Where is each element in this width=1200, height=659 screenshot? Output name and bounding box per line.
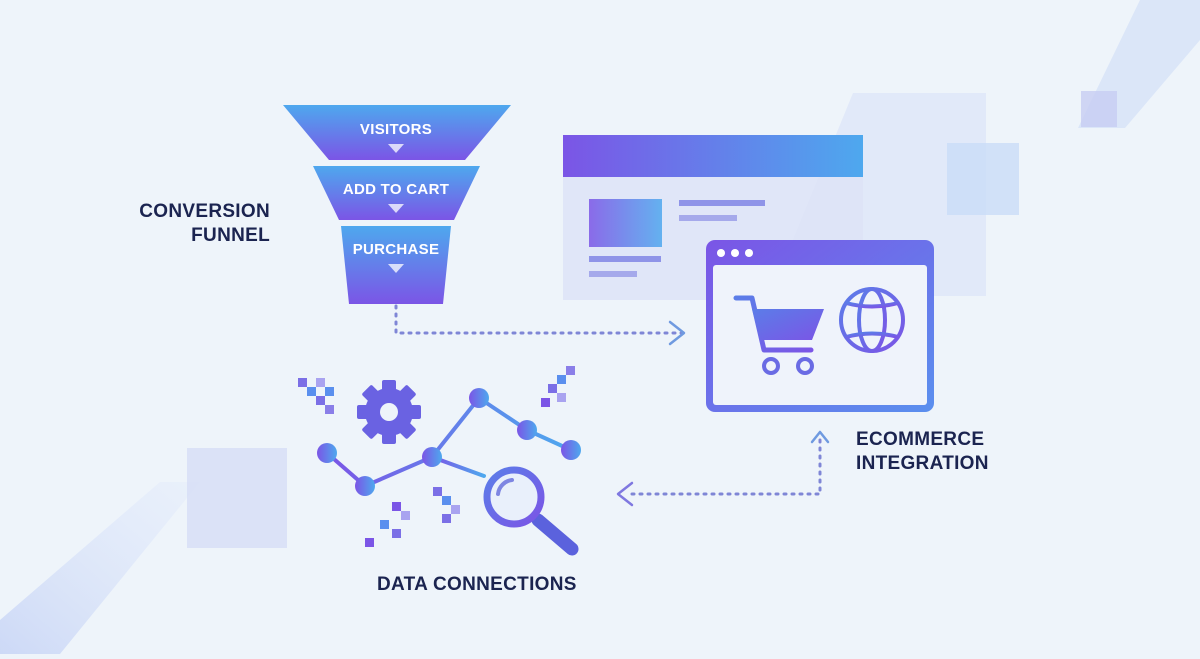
- arrowhead-right-icon: [668, 320, 686, 346]
- window-dot-icon: [745, 249, 753, 257]
- pixel-squares: [298, 366, 575, 547]
- funnel-label-visitors: VISITORS: [360, 121, 432, 138]
- network-node-icon: [469, 388, 489, 408]
- ecommerce-integration-title: ECOMMERCE INTEGRATION: [856, 428, 1016, 476]
- funnel-down-arrow-icon: [388, 204, 404, 213]
- window-dot-icon: [731, 249, 739, 257]
- funnel-down-arrow-icon: [388, 144, 404, 153]
- window-dot-icon: [717, 249, 725, 257]
- square-bottom-left: [187, 448, 287, 548]
- funnel-down-arrow-icon: [388, 264, 404, 273]
- data-connections-title: DATA CONNECTIONS: [377, 574, 577, 595]
- connector-funnel-to-ecommerce: [394, 304, 684, 335]
- network-node-icon: [355, 476, 375, 496]
- network-node-icon: [317, 443, 337, 463]
- square-top-right: [1081, 91, 1117, 127]
- conversion-funnel-title-line2: FUNNEL: [191, 225, 270, 246]
- network-node-icon: [517, 420, 537, 440]
- network-node-icon: [422, 447, 442, 467]
- funnel-stage-visitors: [283, 105, 511, 160]
- conversion-funnel: VISITORS ADD TO CART PURCHASE: [283, 105, 511, 304]
- arrowhead-up-icon: [810, 430, 830, 444]
- gear-icon: [357, 380, 421, 444]
- ecommerce-integration-title-line1: ECOMMERCE: [856, 429, 985, 450]
- arrowhead-left-icon: [616, 481, 634, 507]
- network-nodes: [317, 388, 581, 496]
- conversion-funnel-title-line1: CONVERSION: [139, 201, 270, 222]
- ecommerce-integration-title-line2: INTEGRATION: [856, 453, 989, 474]
- search-icon: [483, 466, 579, 556]
- globe-icon: [839, 287, 905, 353]
- network-node-icon: [561, 440, 581, 460]
- funnel-label-add-to-cart: ADD TO CART: [343, 181, 449, 198]
- conversion-funnel-title: CONVERSION FUNNEL: [138, 200, 270, 248]
- funnel-label-purchase: PURCHASE: [353, 241, 440, 258]
- square-right: [947, 143, 1019, 215]
- ecommerce-browser-window: [706, 240, 934, 412]
- cart-icon: [733, 295, 824, 375]
- diagonal-band-bottom-left: [0, 482, 200, 654]
- funnel-stage-add-to-cart: [313, 166, 480, 220]
- connector-ecommerce-to-data: [624, 438, 822, 496]
- data-connections-cluster: [298, 366, 581, 556]
